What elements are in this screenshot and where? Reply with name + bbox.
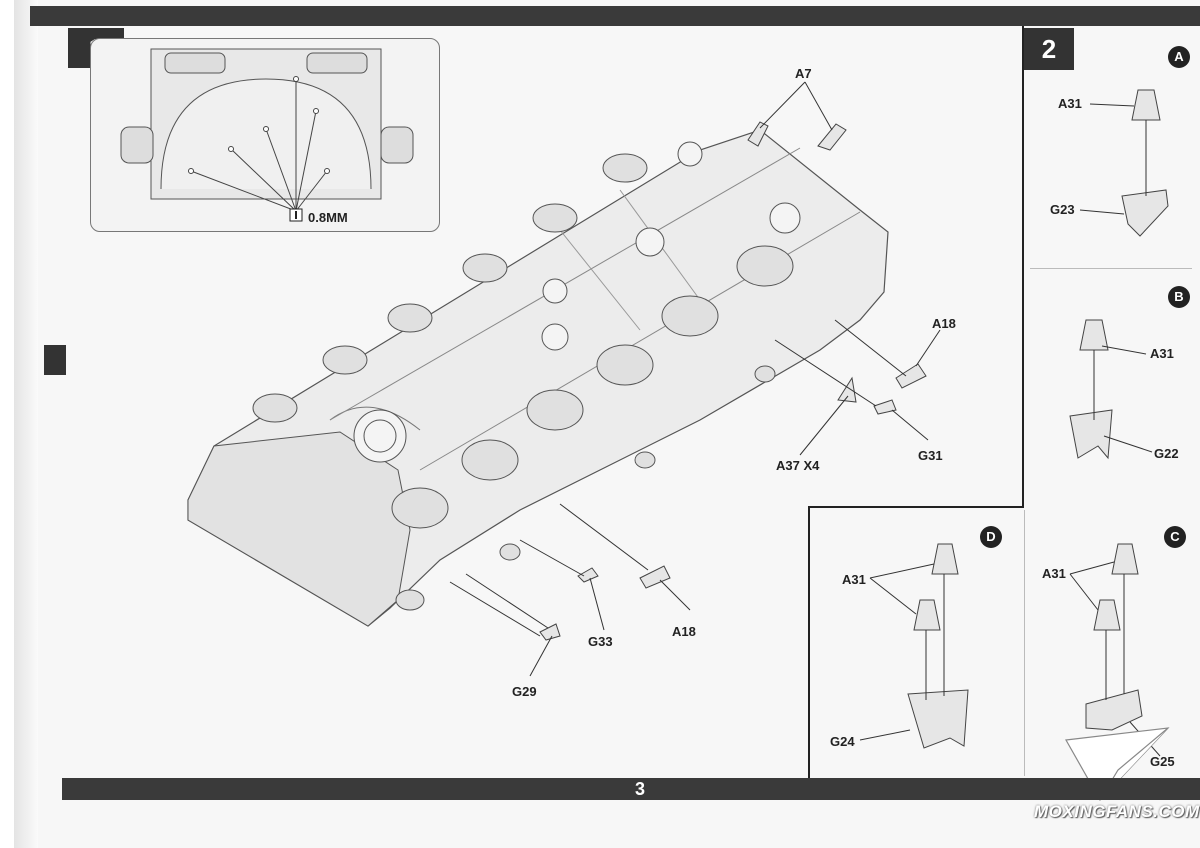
step-2-number: 2 <box>1024 28 1074 70</box>
part-label-a37: A37 X4 <box>776 458 820 473</box>
panel-d-marker: D <box>980 526 1002 548</box>
drill-size-label: 0.8MM <box>308 210 348 225</box>
inset-drawing <box>120 48 414 222</box>
panel-c-bottom-part: G25 <box>1150 754 1175 769</box>
panel-b-marker: B <box>1168 286 1190 308</box>
step2-frame-mid <box>808 506 1024 508</box>
part-label-a7: A7 <box>795 66 812 81</box>
panel-divider-ab <box>1030 268 1192 269</box>
part-label-g29: G29 <box>512 684 537 699</box>
step2-frame-lower-left <box>808 506 810 778</box>
rear-plate <box>187 431 411 627</box>
page-number: 3 <box>634 779 645 799</box>
part-label-a18-right: A18 <box>932 316 956 331</box>
panel-c-top-part: A31 <box>1042 566 1066 581</box>
part-label-a18-bottom: A18 <box>672 624 696 639</box>
step2-frame-left <box>1022 26 1024 508</box>
page-margin <box>0 0 14 848</box>
part-label-g31: G31 <box>918 448 943 463</box>
panel-a-bottom-part: G23 <box>1050 202 1075 217</box>
panel-b-top-part: A31 <box>1150 346 1174 361</box>
panel-b-bottom-part: G22 <box>1154 446 1179 461</box>
panel-c-marker: C <box>1164 526 1186 548</box>
panel-divider-dc <box>1024 510 1025 776</box>
detail-inset <box>90 38 440 232</box>
panel-d-top-part: A31 <box>842 572 866 587</box>
panel-d-bottom-part: G24 <box>830 734 855 749</box>
part-label-g33: G33 <box>588 634 613 649</box>
panel-a-top-part: A31 <box>1058 96 1082 111</box>
top-bar <box>30 6 1200 26</box>
edge-tab-marker <box>44 345 66 375</box>
page-binding-shadow <box>14 0 38 848</box>
panel-a-marker: A <box>1168 46 1190 68</box>
bottom-bar <box>62 778 1200 800</box>
watermark-text: MOXINGFANS.COM <box>1034 802 1200 821</box>
